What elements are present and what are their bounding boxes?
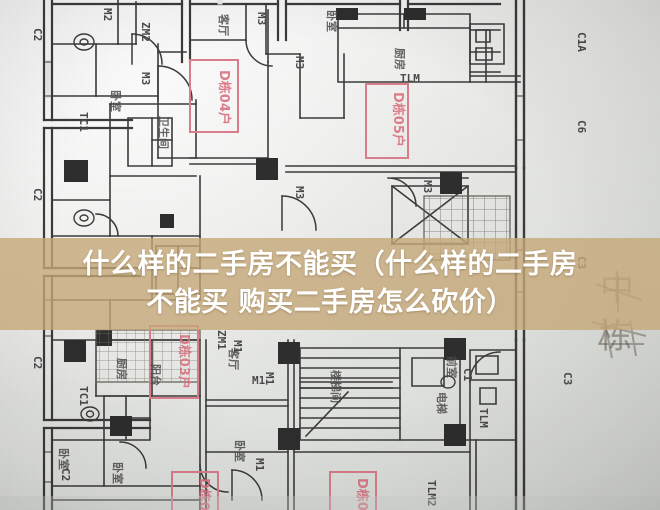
svg-text:M3: M3 (255, 12, 268, 25)
svg-text:M2: M2 (101, 8, 114, 21)
svg-text:ZM1: ZM1 (215, 330, 228, 350)
unit-label-02: D栋02 (196, 478, 212, 510)
svg-text:M1: M1 (231, 340, 244, 354)
svg-text:TLM: TLM (400, 72, 420, 85)
svg-text:客厅: 客厅 (217, 13, 231, 36)
svg-text:厨房: 厨房 (393, 48, 407, 70)
svg-text:楼梯间: 楼梯间 (329, 370, 343, 403)
unit-label-03: D栋03户 (176, 334, 192, 389)
svg-text:C2: C2 (31, 28, 44, 41)
svg-text:客厅: 客厅 (227, 347, 241, 370)
headline-line-2: 不能买 购买二手房怎么砍价） (146, 287, 514, 318)
svg-text:M3: M3 (139, 72, 152, 85)
svg-text:C1: C1 (461, 368, 474, 382)
svg-text:C2: C2 (31, 356, 44, 369)
svg-text:C2: C2 (31, 188, 44, 201)
svg-text:ZM2: ZM2 (139, 22, 152, 42)
svg-text:TLM2: TLM2 (425, 480, 438, 507)
svg-text:前室: 前室 (445, 356, 459, 378)
svg-text:M1: M1 (252, 374, 266, 387)
svg-text:厨房: 厨房 (115, 358, 129, 380)
svg-text:卧室: 卧室 (109, 90, 123, 112)
svg-text:卧室: 卧室 (57, 448, 71, 470)
svg-text:M1: M1 (253, 458, 266, 472)
svg-text:TC1: TC1 (77, 386, 90, 406)
svg-text:卫生间: 卫生间 (157, 116, 171, 149)
svg-text:C3: C3 (561, 372, 574, 385)
svg-text:C2: C2 (59, 468, 72, 481)
unit-label-06: D栋06 (354, 478, 370, 510)
svg-text:TC1: TC1 (77, 112, 90, 132)
svg-text:M3: M3 (293, 186, 306, 199)
svg-text:卧室: 卧室 (233, 440, 247, 462)
svg-text:卧室: 卧室 (111, 462, 125, 484)
svg-text:C6: C6 (575, 120, 588, 134)
svg-text:M1: M1 (263, 372, 276, 386)
svg-text:电梯: 电梯 (435, 392, 449, 414)
svg-text:M3: M3 (293, 56, 306, 69)
unit-label-05: D栋05户 (390, 92, 406, 147)
svg-text:卧室: 卧室 (325, 10, 339, 32)
svg-text:C1A: C1A (575, 32, 588, 52)
title-overlay-band: 什么样的二手房不能买（什么样的二手房 不能买 购买二手房怎么砍价） (0, 238, 660, 330)
svg-text:TLM: TLM (477, 408, 490, 428)
svg-text:阳台: 阳台 (149, 364, 163, 386)
headline-line-1: 什么样的二手房不能买（什么样的二手房 (82, 249, 578, 280)
unit-label-04: D栋04户 (216, 70, 232, 125)
svg-text:M3: M3 (421, 180, 434, 193)
